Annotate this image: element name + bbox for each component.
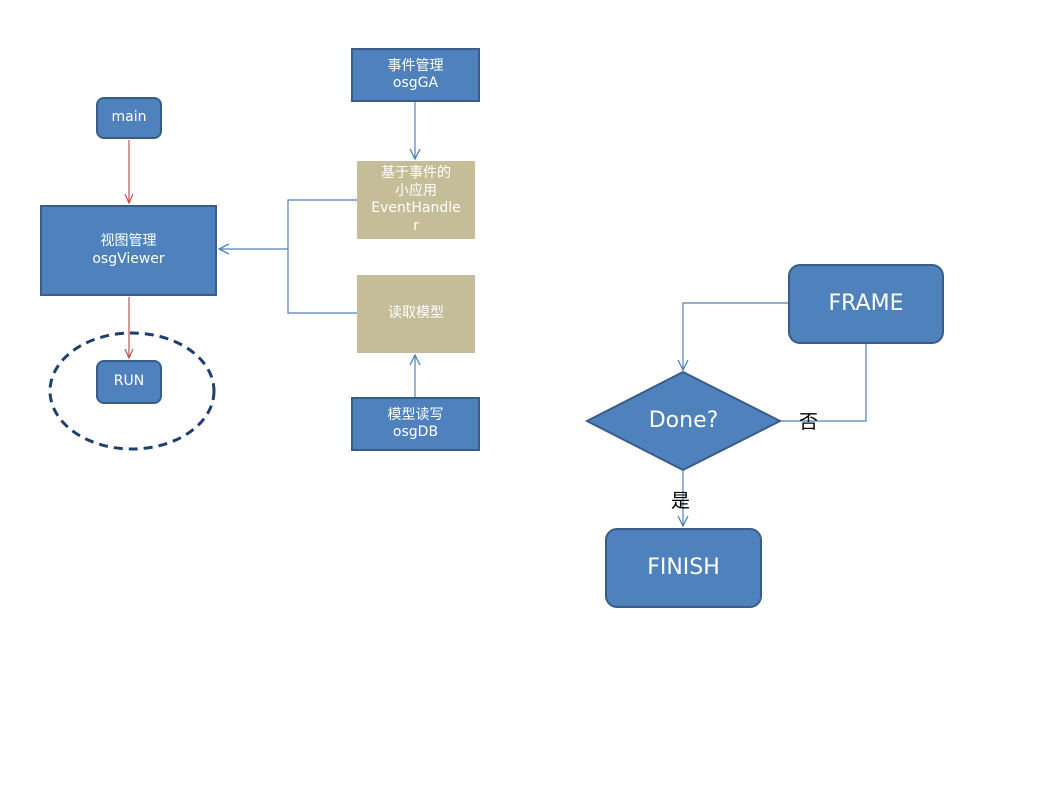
node-finish: FINISH <box>605 528 762 608</box>
node-read-model-label: 读取模型 <box>388 305 444 322</box>
node-osgdb-subtitle: osgDB <box>392 424 439 440</box>
node-frame: FRAME <box>788 264 944 344</box>
node-osgviewer: 视图管理 osgViewer <box>40 205 217 296</box>
node-eventhandler-line1: 基于事件的 <box>381 165 451 181</box>
node-done: Done? <box>587 372 780 470</box>
node-osgdb-title: 模型读写 <box>387 406 444 423</box>
node-osgga-title: 事件管理 <box>387 57 444 74</box>
node-eventhandler: 基于事件的 小应用 EventHandle r <box>357 161 475 239</box>
arrow-frame-to-done <box>683 302 788 370</box>
node-osgviewer-title: 视图管理 <box>100 233 157 249</box>
node-frame-label: FRAME <box>828 291 904 317</box>
node-osgga-subtitle: osgGA <box>392 75 439 91</box>
node-finish-label: FINISH <box>647 555 720 581</box>
node-osgdb: 模型读写 osgDB <box>351 397 480 451</box>
done-diamond <box>584 370 783 472</box>
loop-done-no-to-frame <box>780 344 867 422</box>
run-highlight-ellipse <box>48 331 216 451</box>
connector-read <box>287 249 357 314</box>
node-main-label: main <box>111 109 147 126</box>
node-eventhandler-line3: EventHandle <box>371 200 461 216</box>
node-eventhandler-line2: 小应用 <box>395 182 437 199</box>
node-osgviewer-subtitle: osgViewer <box>92 250 165 267</box>
node-osgga: 事件管理 osgGA <box>351 48 480 102</box>
node-run: RUN <box>96 360 162 404</box>
node-main: main <box>96 97 162 139</box>
node-run-label: RUN <box>113 373 145 390</box>
connector-handler <box>287 199 357 249</box>
node-eventhandler-line4: r <box>413 217 419 234</box>
edge-label-no: 否 <box>799 411 819 433</box>
node-done-label: Done? <box>648 408 719 434</box>
node-read-model: 读取模型 <box>357 275 475 353</box>
edge-label-yes: 是 <box>671 490 691 512</box>
